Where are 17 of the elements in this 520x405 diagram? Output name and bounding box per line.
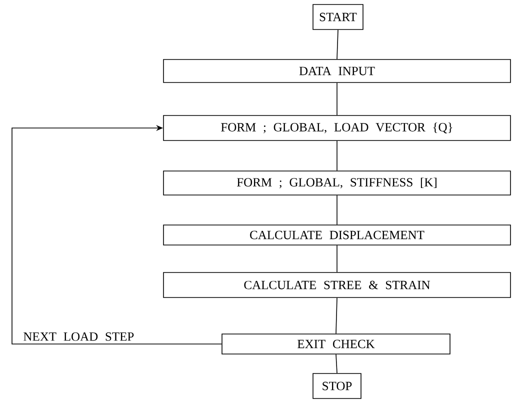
connector-line xyxy=(336,245,338,272)
connector-line xyxy=(336,195,338,225)
feedback-arrow xyxy=(12,124,222,344)
connector-line xyxy=(336,82,338,116)
process-box: FORM ; GLOBAL, LOAD VECTOR {Q} xyxy=(163,115,511,141)
edge-label: NEXT LOAD STEP xyxy=(24,332,134,341)
process-box: CALCULATE STREE & STRAIN xyxy=(163,272,511,298)
process-box: DATA INPUT xyxy=(163,59,511,83)
process-box: CALCULATE DISPLACEMENT xyxy=(163,224,511,246)
connector-line xyxy=(336,140,338,171)
terminal-box: START xyxy=(312,4,364,30)
connector-line xyxy=(336,298,338,334)
connector-line xyxy=(336,354,338,374)
process-box: FORM ; GLOBAL, STIFFNESS [K] xyxy=(163,170,511,196)
process-box: EXIT CHECK xyxy=(222,334,450,354)
terminal-box: STOP xyxy=(312,373,362,399)
connector-line xyxy=(336,30,338,60)
